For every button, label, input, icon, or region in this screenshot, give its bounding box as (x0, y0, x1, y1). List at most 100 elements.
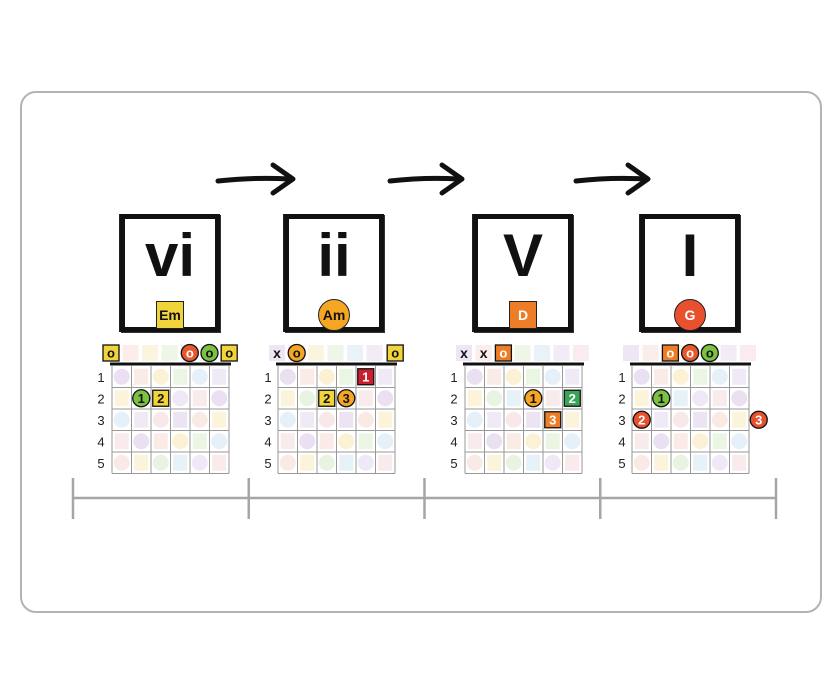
fret-number: 3 (450, 413, 457, 428)
open-string-label: o (706, 346, 714, 361)
finger-marker: 1 (357, 368, 375, 386)
fret-cell (318, 454, 335, 471)
open-string-marker: o (700, 343, 719, 363)
fret-number: 3 (97, 413, 104, 428)
finger-label: 2 (157, 391, 164, 406)
fret-cell (633, 368, 650, 385)
fret-cell (506, 433, 521, 450)
fret-cell (712, 433, 727, 450)
finger-marker: 3 (544, 411, 562, 429)
fret-cell (212, 368, 227, 385)
fret-cell (466, 411, 483, 428)
open-string-label: o (686, 346, 694, 361)
fret-cell (565, 411, 580, 428)
fret-number: 1 (264, 370, 271, 385)
finger-label: 1 (658, 391, 665, 406)
fret-cell (693, 411, 708, 428)
fret-cell (732, 411, 747, 428)
finger-label: 3 (755, 412, 762, 427)
fret-cell (299, 390, 316, 407)
open-string-shape (220, 344, 238, 362)
open-cell (475, 345, 492, 361)
open-cell (514, 345, 531, 361)
open-cell (456, 345, 472, 361)
open-cell (269, 345, 285, 361)
fret-number: 1 (450, 370, 457, 385)
open-string-label: o (107, 346, 115, 361)
open-cell (573, 345, 589, 361)
fret-cell (300, 454, 315, 471)
finger-label: 1 (362, 369, 369, 384)
fret-number: 4 (264, 434, 271, 449)
open-string-shape (494, 344, 513, 362)
chord-name-badge: Em (156, 301, 184, 329)
fret-cell (634, 390, 649, 407)
chord-name-badge: D (509, 301, 537, 329)
fret-cell (279, 411, 296, 428)
fret-cell (338, 433, 355, 450)
fret-cell (633, 454, 650, 471)
fret-cell (191, 454, 208, 471)
open-string-shape (661, 344, 680, 362)
open-cell (347, 345, 363, 361)
finger-shape (152, 389, 170, 407)
fret-cell (212, 411, 227, 428)
fret-cell (732, 368, 747, 385)
fret-cell (466, 368, 483, 385)
arrow-icon (215, 162, 296, 196)
fret-cell (526, 368, 541, 385)
fret-cell (467, 390, 482, 407)
fret-number: 2 (618, 391, 625, 406)
fret-cell (505, 368, 522, 385)
open-string-label: o (666, 346, 674, 361)
fret-cell (377, 390, 394, 407)
finger-label: 2 (638, 412, 645, 427)
open-cell (161, 345, 178, 361)
open-string-marker: o (386, 344, 404, 362)
muted-string-mark: x (273, 345, 281, 361)
fret-cell (211, 390, 228, 407)
open-string-label: o (391, 346, 399, 361)
fret-cell (191, 411, 208, 428)
open-string-label: o (225, 346, 233, 361)
fret-cell (318, 368, 335, 385)
fret-cell (654, 454, 669, 471)
open-string-marker: o (220, 344, 238, 362)
open-cell (534, 345, 550, 361)
fret-cell (280, 390, 295, 407)
fret-number: 2 (450, 391, 457, 406)
fret-cell (152, 368, 169, 385)
fret-cell (487, 411, 502, 428)
fret-cell (544, 368, 561, 385)
muted-string-mark: x (460, 345, 468, 361)
fret-cell (505, 411, 522, 428)
fret-cell (113, 411, 130, 428)
fret-cell (357, 411, 374, 428)
open-string-label: o (186, 346, 194, 361)
fret-cell (466, 454, 483, 471)
fret-cell (654, 411, 669, 428)
open-cell (623, 345, 639, 361)
fret-cell (192, 390, 207, 407)
fret-cell (134, 368, 149, 385)
fret-cell (152, 411, 169, 428)
finger-marker: 3 (337, 389, 356, 408)
open-cell (142, 345, 158, 361)
roman-numeral: V (502, 222, 544, 289)
fret-cell (467, 433, 482, 450)
open-cell (308, 345, 324, 361)
fret-cell (358, 433, 373, 450)
finger-label: 1 (530, 391, 537, 406)
fret-cell (545, 433, 560, 450)
fret-cell (318, 411, 335, 428)
fret-number: 3 (264, 413, 271, 428)
fret-cell (212, 454, 227, 471)
open-cell (720, 345, 737, 361)
fret-number: 2 (264, 391, 271, 406)
fret-cell (339, 454, 354, 471)
fret-cell (486, 390, 503, 407)
fret-cell (357, 454, 374, 471)
fret-cell (526, 454, 541, 471)
